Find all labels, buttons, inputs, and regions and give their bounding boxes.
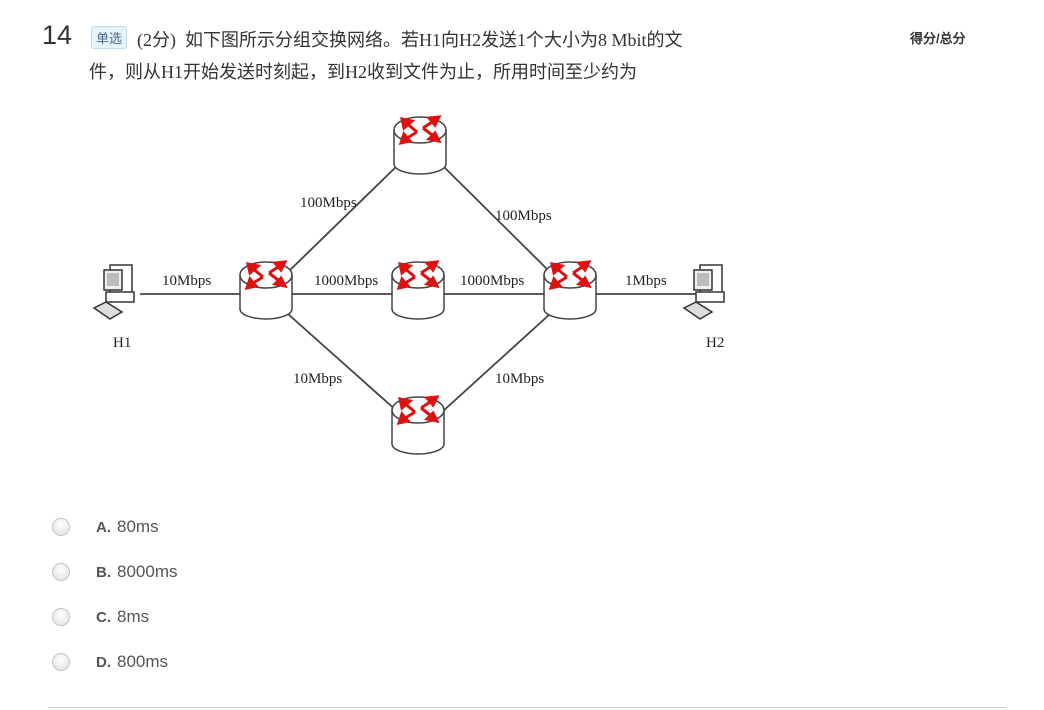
option-a[interactable]: A. 80ms (52, 515, 159, 539)
router-top (392, 115, 448, 176)
label-bottom-right: 10Mbps (495, 371, 544, 387)
option-text: 8ms (117, 607, 150, 626)
host-h1-computer-icon (93, 264, 135, 320)
host-label-h2: H2 (706, 335, 724, 351)
link-left-top (287, 164, 399, 273)
label-left-bottom: 10Mbps (293, 371, 342, 387)
option-text: 80ms (117, 517, 159, 536)
option-letter: B. (96, 563, 111, 581)
host-label-h1: H1 (113, 335, 131, 351)
router-bottom (390, 395, 446, 456)
option-b-radio[interactable] (52, 563, 70, 581)
option-d[interactable]: D. 800ms (52, 650, 168, 674)
router-right (542, 260, 598, 321)
label-left-top: 100Mbps (300, 195, 357, 211)
question-type-badge: 单选 (91, 26, 128, 49)
option-letter: A. (96, 518, 111, 536)
question-number: 14 (42, 20, 73, 50)
label-h1-left: 10Mbps (162, 273, 211, 289)
option-c[interactable]: C. 8ms (52, 605, 149, 629)
option-d-radio[interactable] (52, 653, 70, 671)
label-left-mid: 1000Mbps (314, 273, 378, 289)
option-letter: C. (96, 608, 111, 626)
option-text: 8000ms (117, 562, 178, 581)
router-middle (390, 260, 446, 321)
option-a-radio[interactable] (52, 518, 70, 536)
question-points: (2分) (137, 30, 176, 50)
link-bottom-right (441, 313, 551, 413)
divider (48, 707, 1006, 708)
option-letter: D. (96, 653, 111, 671)
option-b[interactable]: B. 8000ms (52, 560, 177, 584)
label-right-h2: 1Mbps (625, 273, 667, 289)
question-stem: (2分) 如下图所示分组交换网络。若H1向H2发送1个大小为8 Mbit的文 件… (89, 24, 777, 88)
router-left (238, 260, 294, 321)
label-top-right: 100Mbps (495, 208, 552, 224)
option-c-radio[interactable] (52, 608, 70, 626)
score-label: 得分/总分 (910, 31, 966, 46)
stem-line-2: 件，则从H1开始发送时刻起，到H2收到文件为止，所用时间至少约为 (89, 62, 637, 82)
link-left-bottom (287, 313, 399, 413)
host-h2-computer-icon (683, 264, 725, 320)
option-text: 800ms (117, 652, 169, 671)
stem-line-1: 如下图所示分组交换网络。若H1向H2发送1个大小为8 Mbit的文 (185, 30, 683, 50)
label-mid-right: 1000Mbps (460, 273, 524, 289)
link-top-right (441, 164, 551, 273)
network-diagram: H1 H2 10Mbps 100Mbps 100Mbps 1000Mbps 10… (93, 115, 725, 456)
